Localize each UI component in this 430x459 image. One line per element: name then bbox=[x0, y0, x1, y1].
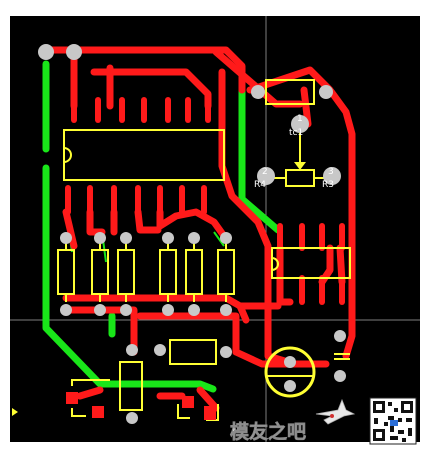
resistor-body bbox=[57, 249, 75, 295]
svg-text:tc1: tc1 bbox=[289, 128, 303, 138]
bottom-layer-traces bbox=[42, 60, 282, 393]
ic-u1[interactable] bbox=[63, 97, 225, 215]
designator-r3: 3 R3 bbox=[322, 167, 334, 190]
ic-u2-silkscreen bbox=[271, 247, 351, 279]
pad bbox=[257, 167, 275, 185]
pad bbox=[334, 330, 346, 342]
smd-footprint-left bbox=[66, 379, 110, 418]
pcb-canvas[interactable]: 1 tc1 2 R4 3 R3 bbox=[10, 16, 420, 442]
resistor-body bbox=[217, 249, 235, 295]
designator-r4: 2 R4 bbox=[254, 167, 268, 190]
pad bbox=[94, 304, 106, 316]
pad bbox=[220, 232, 232, 244]
resistor-body bbox=[185, 249, 203, 295]
svg-text:2: 2 bbox=[262, 167, 268, 177]
potentiometer-arrow bbox=[294, 162, 306, 170]
svg-text:模友之吧: 模友之吧 bbox=[230, 420, 306, 443]
pad bbox=[334, 370, 346, 382]
ic-u1-silkscreen bbox=[63, 129, 225, 181]
pad bbox=[319, 85, 333, 99]
ic-u1-pins-bottom bbox=[65, 185, 207, 215]
pad bbox=[120, 232, 132, 244]
ic-u2[interactable] bbox=[271, 223, 351, 305]
ic-u2-notch bbox=[271, 257, 279, 271]
pad bbox=[162, 304, 174, 316]
pad bbox=[60, 304, 72, 316]
resistor-bottom-center bbox=[169, 339, 217, 365]
through-hole-pads[interactable] bbox=[38, 44, 346, 424]
svg-text:3: 3 bbox=[328, 167, 334, 177]
pad bbox=[251, 85, 265, 99]
pad bbox=[126, 344, 138, 356]
pad bbox=[162, 232, 174, 244]
resistor-vertical-bottom bbox=[119, 361, 143, 411]
svg-text:1: 1 bbox=[297, 114, 303, 124]
ic-u1-notch bbox=[63, 147, 72, 163]
pad bbox=[120, 304, 132, 316]
resistor-body bbox=[117, 249, 135, 295]
designator-tc1: 1 tc1 bbox=[289, 114, 303, 138]
pad bbox=[220, 304, 232, 316]
qr-code-icon bbox=[369, 397, 417, 445]
pad bbox=[284, 356, 296, 368]
pad bbox=[66, 44, 82, 60]
pad bbox=[94, 232, 106, 244]
resistor-row bbox=[57, 242, 235, 302]
pad bbox=[284, 380, 296, 392]
ic-u1-pins-top bbox=[71, 97, 211, 123]
svg-text:R4: R4 bbox=[254, 180, 266, 190]
resistor-top-right bbox=[265, 79, 315, 105]
pad bbox=[291, 115, 309, 133]
pad bbox=[220, 346, 232, 358]
pad bbox=[188, 232, 200, 244]
electrolytic-capacitor[interactable] bbox=[264, 346, 316, 398]
pad bbox=[126, 412, 138, 424]
pad bbox=[323, 167, 341, 185]
svg-text:R3: R3 bbox=[322, 180, 334, 190]
pad bbox=[188, 304, 200, 316]
pad bbox=[38, 44, 54, 60]
potentiometer-outline bbox=[285, 169, 315, 187]
airplane-icon bbox=[315, 398, 356, 425]
resistor-body bbox=[159, 249, 177, 295]
pad bbox=[60, 232, 72, 244]
pad bbox=[154, 344, 166, 356]
watermark: 模友之吧 bbox=[228, 396, 424, 450]
capacitor-small bbox=[334, 353, 350, 360]
smd-footprint-right bbox=[177, 396, 219, 421]
scroll-marker-icon bbox=[12, 408, 18, 416]
watermark-graphic: 模友之吧 bbox=[230, 397, 417, 445]
ic-u2-pins bbox=[277, 223, 345, 305]
